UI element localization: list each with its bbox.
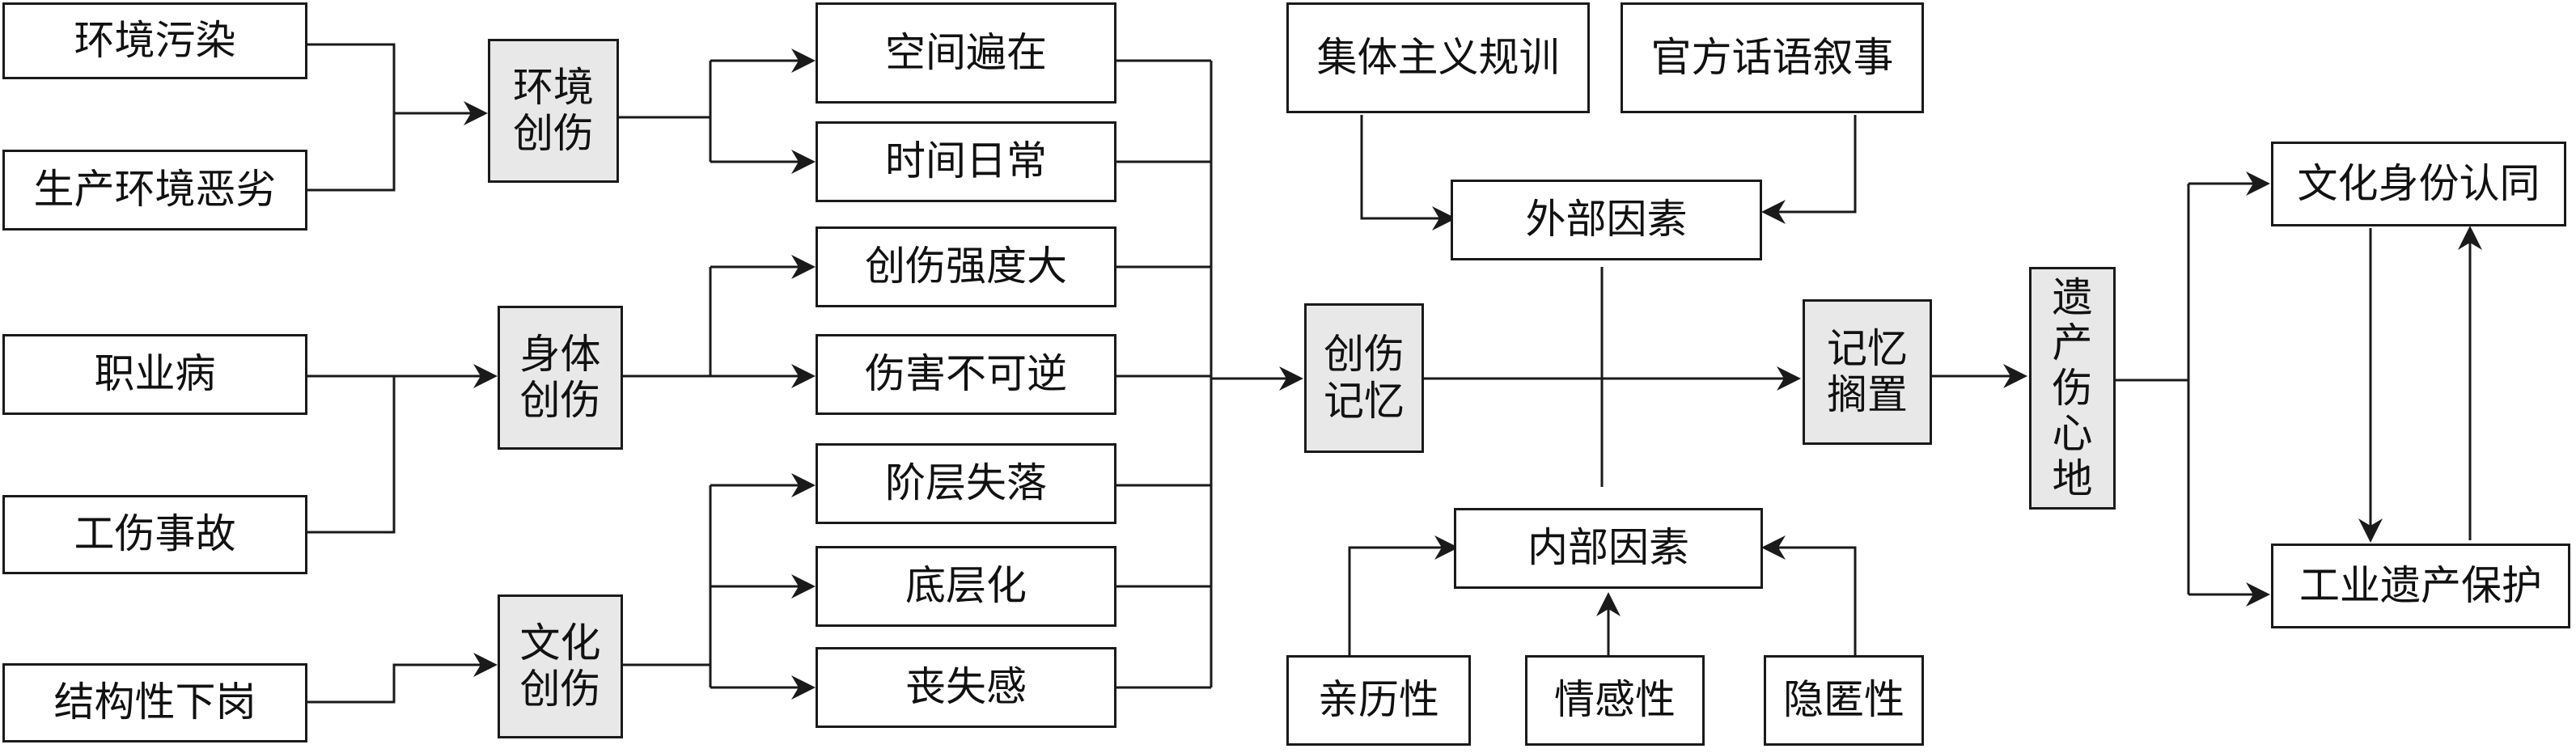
experience-box: 亲历性 [1286,655,1471,746]
occupational-disease-box: 职业病 [2,334,307,415]
body-trauma-box: 身体 创伤 [498,306,623,450]
loss-box: 丧失感 [816,647,1116,728]
arrow-collectivism [1360,115,1456,231]
class-decline-box: 阶层失落 [816,443,1116,524]
cultural-identity-box: 文化身份认同 [2271,142,2566,226]
spatial-box: 空间遍在 [816,2,1116,104]
line-body-causes [307,374,396,534]
external-factors-box: 外部因素 [1451,180,1762,260]
temporal-box: 时间日常 [816,121,1116,202]
bottom-box: 底层化 [816,546,1116,627]
concealment-box: 隐匿性 [1764,655,1924,746]
industrial-heritage-protection-box: 工业遗产保护 [2271,544,2570,628]
pollution-box: 环境污染 [2,2,307,79]
environment-trauma-box: 环境 创伤 [488,39,619,183]
trauma-memory-box: 创伤 记忆 [1304,303,1424,453]
arrow-experience [1348,535,1459,655]
line-env-causes [307,43,396,192]
official-narrative-box: 官方话语叙事 [1621,2,1924,113]
arrow-concealment [1761,535,1857,655]
intensity-box: 创伤强度大 [816,226,1116,307]
shelved-memory-box: 记忆 搁置 [1803,299,1932,445]
layoff-box: 结构性下岗 [2,663,307,742]
internal-factors-box: 内部因素 [1454,508,1763,589]
collectivism-box: 集体主义规训 [1286,2,1590,113]
culture-trauma-box: 文化 创伤 [498,594,623,738]
emotion-box: 情感性 [1525,655,1705,746]
irreversible-box: 伤害不可逆 [816,334,1116,415]
arrow-official-narrative [1761,115,1857,224]
heritage-site-box: 遗 产 伤 心 地 [2029,267,2116,510]
arrow-to-culture-trauma [307,653,498,704]
poor-environment-box: 生产环境恶劣 [2,150,307,231]
work-injury-box: 工伤事故 [2,495,307,574]
